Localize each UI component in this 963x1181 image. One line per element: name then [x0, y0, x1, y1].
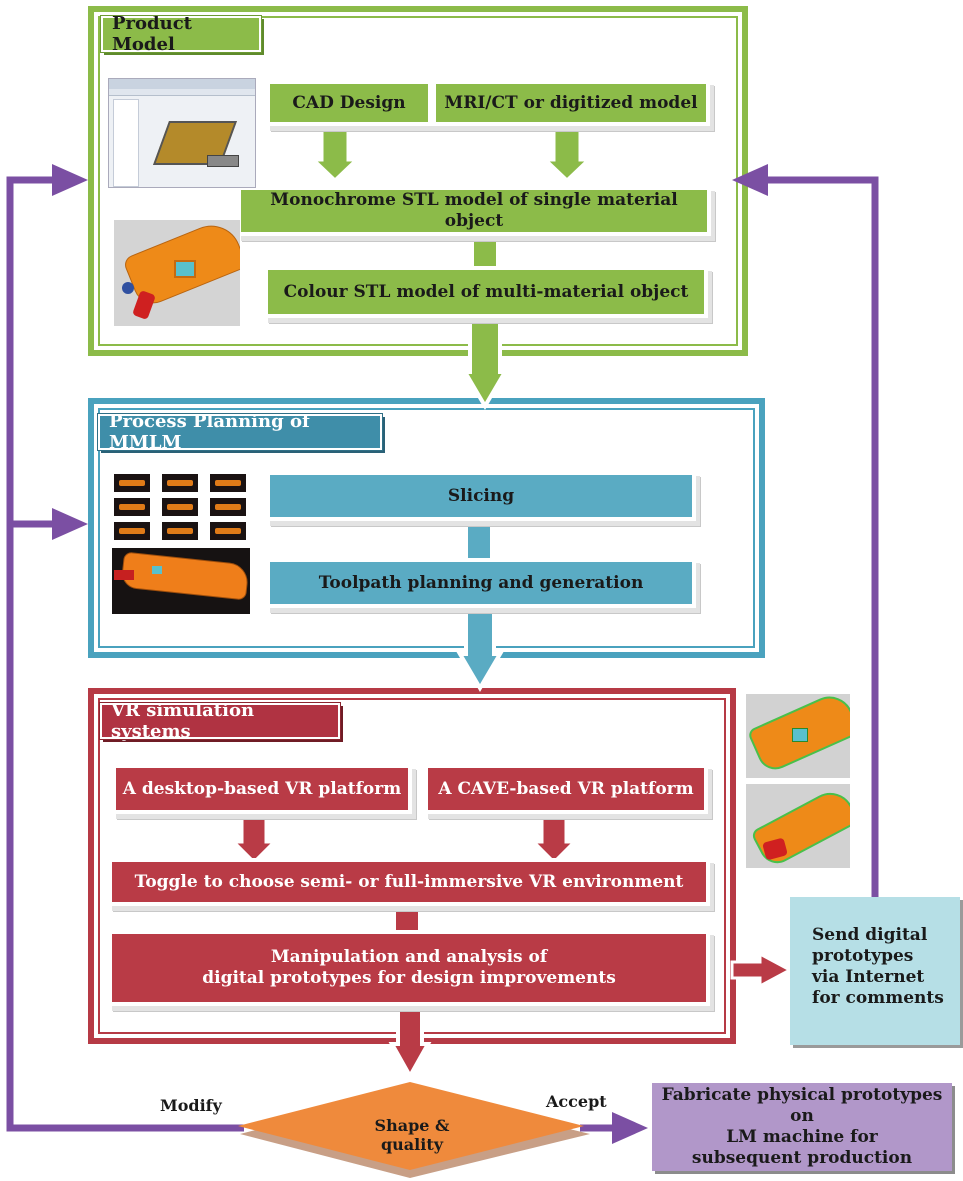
cad-screenshot-image: [108, 78, 256, 188]
fabricate-line-2: LM machine for: [726, 1127, 878, 1147]
slicing-to-toolpath-connector: [468, 524, 490, 562]
accept-arrow: [612, 1112, 648, 1144]
accept-label: Accept: [546, 1092, 607, 1111]
vr-simulation-title: VR simulation systems: [99, 700, 341, 742]
red-to-decision-arrow: [388, 998, 432, 1081]
manipulation-line-2: digital prototypes for design improvemen…: [202, 968, 616, 988]
mri-ct-box: MRI/CT or digitized model: [432, 80, 710, 126]
monochrome-stl-box: Monochrome STL model of single material …: [237, 186, 711, 236]
fabricate-line-1: Fabricate physical prototypes on: [661, 1085, 943, 1126]
blue-to-red-arrow: [456, 606, 504, 692]
modify-feedback-line: [6, 176, 244, 1132]
arrow-to-product-model: [52, 164, 88, 196]
vr-model-image-2: [746, 784, 850, 868]
cad-design-box: CAD Design: [266, 80, 432, 126]
drill-model-image: [114, 220, 240, 326]
toolpath-box: Toolpath planning and generation: [266, 558, 696, 608]
fabricate-line-3: subsequent production: [691, 1148, 913, 1168]
green-to-blue-arrow: [461, 316, 509, 410]
desktop-vr-box: A desktop-based VR platform: [112, 764, 412, 814]
arrow-to-process-planning: [52, 508, 88, 540]
send-digital-prototypes-box: Send digital prototypes via Internet for…: [790, 897, 960, 1045]
modify-label: Modify: [160, 1096, 222, 1115]
sliced-model-image: [112, 548, 250, 614]
send-feedback-line: [766, 176, 879, 897]
cave-vr-box: A CAVE-based VR platform: [424, 764, 708, 814]
shape-quality-label: Shape & quality: [374, 1116, 450, 1154]
cad-down-arrow: [310, 122, 360, 183]
manipulation-line-1: Manipulation and analysis of: [270, 947, 548, 967]
cave-down-arrow: [530, 810, 578, 865]
product-model-title: Product Model: [100, 13, 262, 55]
vr-model-image-1: [746, 694, 850, 778]
arrow-from-send-to-product-model: [732, 164, 768, 196]
process-planning-title: Process Planning of MMLM: [97, 411, 383, 453]
slicing-box: Slicing: [266, 471, 696, 521]
to-send-digital-arrow: [730, 951, 794, 989]
toggle-vr-box: Toggle to choose semi- or full-immersive…: [108, 858, 710, 906]
colour-stl-box: Colour STL model of multi-material objec…: [264, 266, 708, 318]
fabricate-box: Fabricate physical prototypes on LM mach…: [652, 1083, 952, 1171]
manipulation-box: Manipulation and analysis of digital pro…: [108, 930, 710, 1006]
mri-down-arrow: [542, 122, 592, 183]
desktop-down-arrow: [230, 810, 278, 865]
slicing-sequence-image: [112, 474, 250, 540]
mono-to-colour-connector: [474, 234, 496, 270]
decision-diamond: [238, 1082, 584, 1170]
toggle-to-manipulation-connector: [396, 904, 418, 934]
